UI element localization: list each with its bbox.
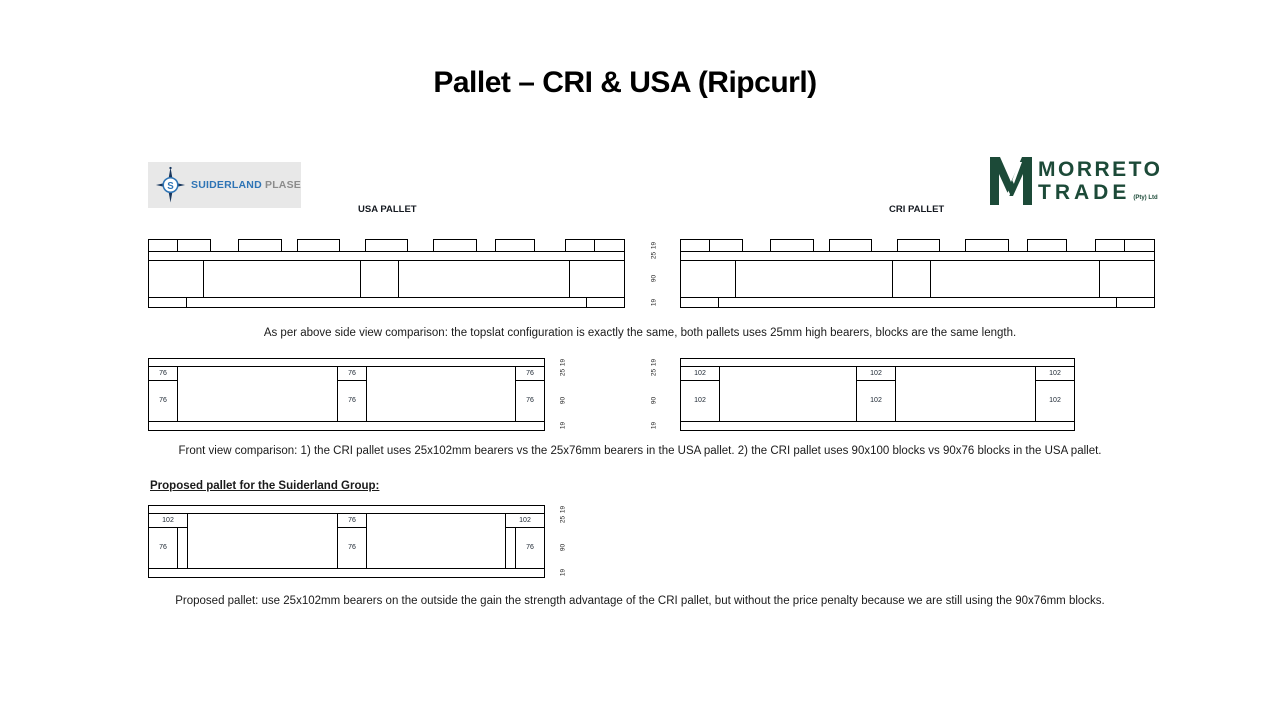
block: 102 xyxy=(680,379,720,422)
bearer-box: 102 xyxy=(148,512,188,528)
bearer-box: 76 xyxy=(148,365,178,381)
cri-side-view-diagram xyxy=(680,239,1155,308)
block: 76 xyxy=(337,526,367,569)
usa-front-view-diagram: 76 76 76 76 76 76 xyxy=(148,358,545,431)
bottom-deck xyxy=(148,421,545,431)
bottom-board-joint xyxy=(586,297,587,308)
morreto-logo: MORRETO TRADE (Pty) Ltd xyxy=(988,156,1162,206)
bottom-board-joint xyxy=(718,297,719,308)
open-span xyxy=(894,365,1037,422)
stringer-span xyxy=(734,259,894,299)
dim-bearer: 25 xyxy=(650,251,658,260)
block: 76 xyxy=(515,379,545,422)
open-span xyxy=(719,365,858,422)
block xyxy=(892,259,931,299)
dim-bottom: 19 xyxy=(650,421,658,430)
suiderland-name: SUIDERLAND xyxy=(191,179,262,191)
cri-front-view-diagram: 102 102 102 102 102 102 xyxy=(680,358,1075,431)
dim-bearer: 25 xyxy=(650,368,658,377)
dim-block: 90 xyxy=(650,396,658,405)
block: 76 xyxy=(515,526,545,569)
side-view-caption: As per above side view comparison: the t… xyxy=(263,327,1017,339)
dim-bottom: 19 xyxy=(650,298,658,307)
morreto-suffix: (Pty) Ltd xyxy=(1133,195,1158,201)
proposed-pallet-diagram: 76 76 76 102 76 102 xyxy=(148,505,545,578)
bottom-deck xyxy=(680,297,1155,308)
bearer-box: 102 xyxy=(505,512,545,528)
open-span xyxy=(177,365,338,422)
bearer-box: 76 xyxy=(337,365,367,381)
dim-block: 90 xyxy=(650,274,658,283)
block xyxy=(680,259,736,299)
bearer-box: 76 xyxy=(337,512,367,528)
bottom-deck xyxy=(680,421,1075,431)
bearer-box: 102 xyxy=(680,365,720,381)
svg-text:S: S xyxy=(167,181,174,192)
suiderland-logo-text: SUIDERLAND PLASE xyxy=(191,179,301,191)
bearer-box: 76 xyxy=(515,365,545,381)
block xyxy=(148,259,204,299)
dim-bottom: 19 xyxy=(559,421,567,430)
bearer-box: 102 xyxy=(1035,365,1075,381)
dim-block: 90 xyxy=(559,396,567,405)
bottom-deck xyxy=(148,297,625,308)
block: 76 xyxy=(337,379,367,422)
side-view-dimensions: 19 25 90 19 xyxy=(648,239,660,308)
open-span xyxy=(366,365,517,422)
suiderland-logo: S SUIDERLAND PLASE xyxy=(148,162,301,208)
cri-pallet-label: CRI PALLET xyxy=(889,204,945,215)
stringer-span xyxy=(929,259,1103,299)
usa-pallet-label: USA PALLET xyxy=(358,204,417,215)
proposed-pallet-heading: Proposed pallet for the Suiderland Group… xyxy=(150,480,380,492)
suiderland-plase: PLASE xyxy=(264,179,301,191)
dim-bearer: 25 xyxy=(559,368,567,377)
stringer-span xyxy=(202,259,362,299)
usa-front-dimensions: 19 25 90 19 xyxy=(557,358,569,431)
bottom-board-joint xyxy=(1116,297,1117,308)
proposed-dimensions: 19 25 90 19 xyxy=(557,505,569,578)
open-span xyxy=(366,512,506,569)
block: 76 xyxy=(148,526,178,569)
morreto-word-2: TRADE xyxy=(1038,181,1131,204)
cri-front-dimensions: 19 25 90 19 xyxy=(648,358,660,431)
morreto-logo-text: MORRETO TRADE (Pty) Ltd xyxy=(1038,159,1162,203)
proposed-caption: Proposed pallet: use 25x102mm bearers on… xyxy=(175,595,1105,607)
front-view-caption: Front view comparison: 1) the CRI pallet… xyxy=(178,445,1102,457)
usa-side-view-diagram xyxy=(148,239,625,308)
block xyxy=(569,259,625,299)
page-title: Pallet – CRI & USA (Ripcurl) xyxy=(433,66,817,99)
bearer-box: 102 xyxy=(856,365,896,381)
dim-bearer: 25 xyxy=(559,515,567,524)
block: 102 xyxy=(856,379,896,422)
bottom-board-joint xyxy=(186,297,187,308)
stringer-span xyxy=(397,259,573,299)
bottom-deck xyxy=(148,568,545,578)
block: 76 xyxy=(148,379,178,422)
block xyxy=(1099,259,1155,299)
open-span xyxy=(187,512,338,569)
block: 102 xyxy=(1035,379,1075,422)
block xyxy=(360,259,399,299)
compass-icon: S xyxy=(155,166,186,203)
dim-bottom: 19 xyxy=(559,568,567,577)
dim-block: 90 xyxy=(559,543,567,552)
morreto-word-1: MORRETO xyxy=(1038,158,1163,181)
morreto-m-icon xyxy=(990,157,1032,205)
